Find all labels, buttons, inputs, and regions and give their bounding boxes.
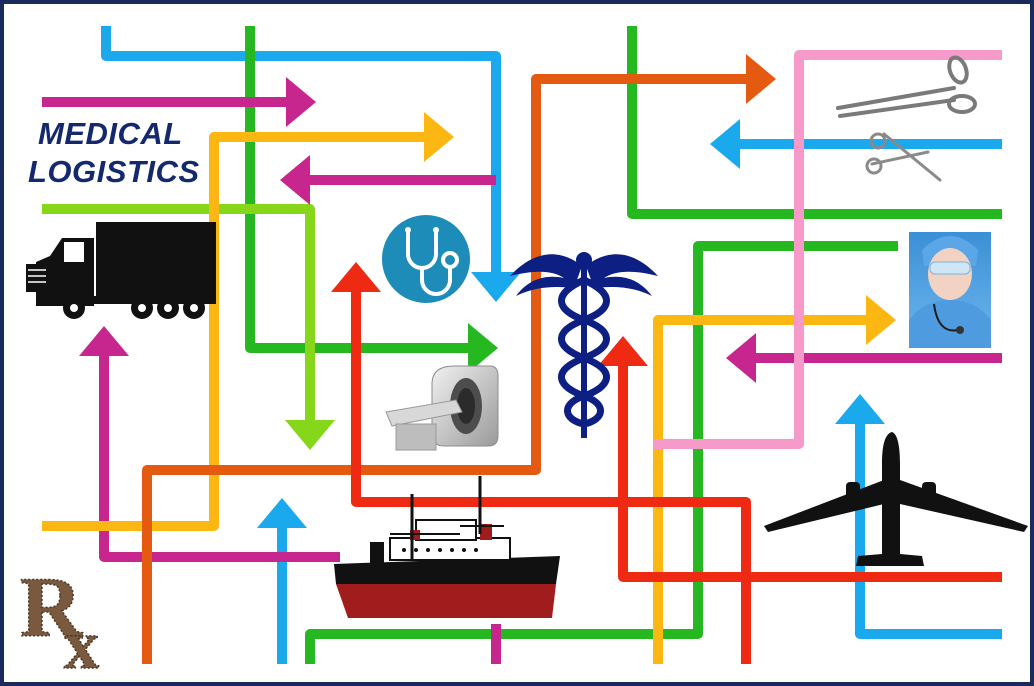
route-yellow-left xyxy=(42,112,454,531)
route-red-right xyxy=(598,336,1002,582)
route-red-mid xyxy=(331,262,751,664)
route-pink xyxy=(654,50,1002,449)
route-green-bottom xyxy=(305,241,898,664)
airplane-icon xyxy=(764,432,1028,566)
surgical-scissors-icon xyxy=(865,132,942,182)
truck-icon xyxy=(26,222,216,319)
stethoscope-icon xyxy=(382,215,470,303)
cargo-ship-icon xyxy=(334,476,560,618)
route-lime xyxy=(42,204,335,450)
svg-text:R: R xyxy=(20,559,83,655)
route-orange xyxy=(142,54,776,664)
caduceus-icon xyxy=(510,252,658,438)
rx-symbol: R x xyxy=(19,558,100,684)
title-line-logistics: LOGISTICS xyxy=(28,154,200,189)
title-line-medical: MEDICAL xyxy=(38,116,183,151)
mri-scanner-icon xyxy=(385,365,499,451)
doctor-photo xyxy=(909,232,991,348)
route-green-top-right xyxy=(627,26,1002,219)
route-magenta-left xyxy=(79,326,340,562)
route-yellow-right xyxy=(653,295,896,664)
svg-text:x: x xyxy=(64,607,99,684)
surgical-forceps-icon xyxy=(836,55,977,118)
logistics-routes-scene: R x xyxy=(19,26,1028,684)
route-green-left xyxy=(245,26,498,373)
route-blue-bottom-right xyxy=(835,394,1002,639)
